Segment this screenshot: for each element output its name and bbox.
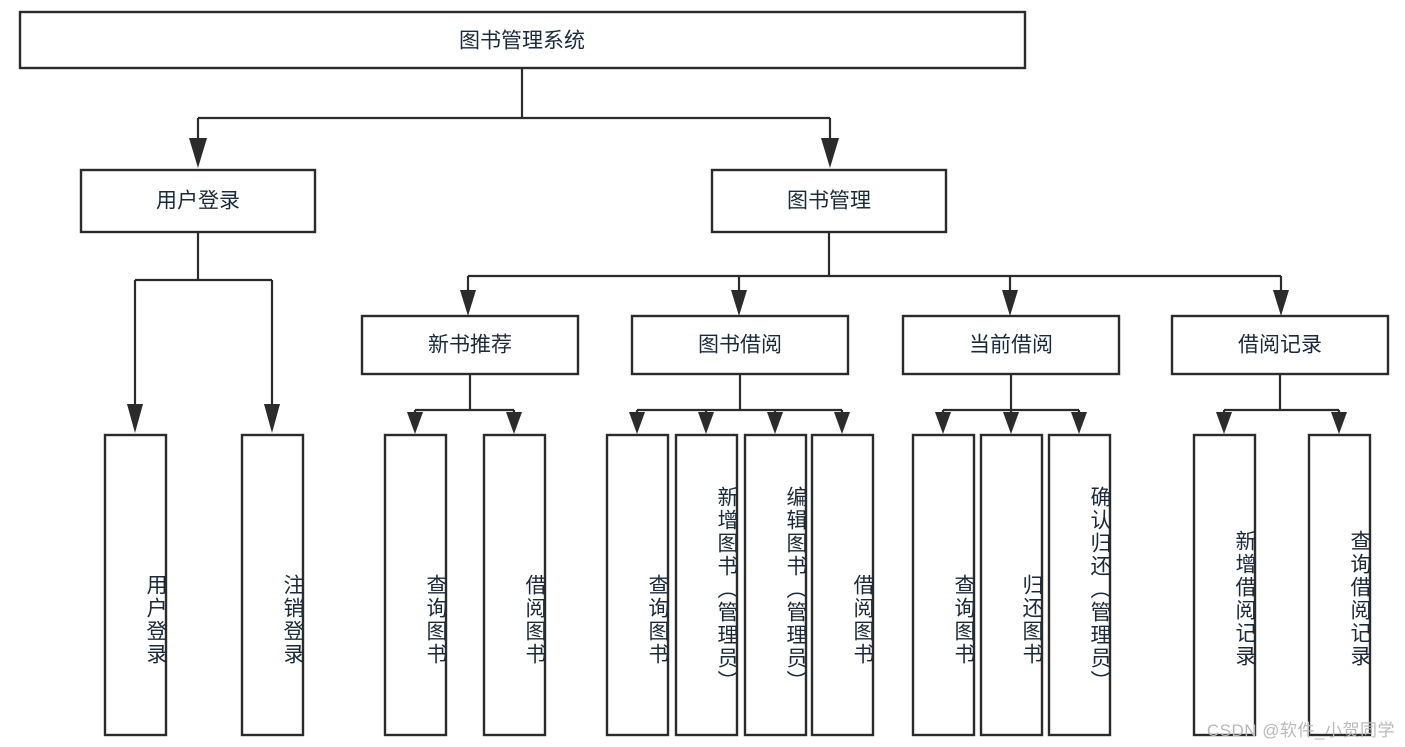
arrow-head-level3-3	[1002, 290, 1018, 316]
current-borrow-label: 当前借阅	[969, 334, 1053, 357]
leaf-box-current-borrow-2[interactable]	[979, 433, 1044, 737]
leaf-box-current-borrow-1[interactable]	[911, 433, 976, 737]
user-login-label: 用户登录	[156, 190, 240, 213]
arrow-head-newbook-2	[506, 412, 522, 434]
leaf-box-current-borrow-3[interactable]	[1047, 433, 1112, 737]
leaf-box-book-borrow-1[interactable]	[605, 433, 670, 737]
arrow-head-level3-1	[460, 290, 476, 316]
borrow-record-box[interactable]	[1170, 314, 1390, 376]
leaf-box-book-borrow-2[interactable]	[674, 433, 739, 737]
node-current-borrow[interactable]: 当前借阅	[901, 314, 1121, 376]
new-book-recommend-label: 新书推荐	[428, 334, 512, 357]
borrow-record-label: 借阅记录	[1238, 334, 1322, 357]
current-borrow-box[interactable]	[901, 314, 1121, 376]
arrow-head-currentborrow-1	[935, 412, 951, 434]
arrow-head-level3-4	[1273, 290, 1289, 316]
arrow-head-newbook-1	[407, 412, 423, 434]
arrow-head-user-login-1	[127, 404, 143, 433]
node-new-book-recommend[interactable]: 新书推荐	[360, 314, 580, 376]
leaf-box-new-book-1[interactable]	[383, 433, 448, 737]
arrow-head-level3-2	[731, 290, 747, 316]
arrow-head-level2-1	[189, 138, 207, 168]
root-box[interactable]	[18, 10, 1027, 70]
arrow-head-bookborrow-1	[629, 412, 645, 434]
arrow-head-level2-2	[821, 138, 839, 168]
node-book-borrow[interactable]: 图书借阅	[630, 314, 850, 376]
new-book-recommend-box[interactable]	[360, 314, 580, 376]
book-borrow-label: 图书借阅	[698, 334, 782, 357]
arrow-head-borrowrecord-1	[1216, 412, 1232, 434]
book-management-label: 图书管理	[787, 190, 871, 213]
leaf-box-user-login-2[interactable]	[240, 433, 305, 737]
node-user-login[interactable]: 用户登录	[79, 168, 317, 234]
book-borrow-box[interactable]	[630, 314, 850, 376]
leaf-box-user-login-1[interactable]	[103, 433, 168, 737]
arrow-head-borrowrecord-2	[1331, 412, 1347, 434]
watermark-text: CSDN @软件_小贺同学	[1206, 721, 1395, 740]
arrow-head-currentborrow-3	[1071, 412, 1087, 434]
leaf-box-book-borrow-4[interactable]	[810, 433, 875, 737]
arrow-head-currentborrow-2	[1003, 412, 1019, 434]
leaf-box-borrow-record-1[interactable]	[1192, 433, 1257, 737]
leaf-box-book-borrow-3[interactable]	[743, 433, 808, 737]
root-label: 图书管理系统	[459, 30, 585, 53]
book-management-box[interactable]	[710, 168, 948, 234]
arrow-head-user-login-2	[264, 404, 280, 433]
leaf-box-new-book-2[interactable]	[482, 433, 547, 737]
node-root[interactable]: 图书管理系统	[18, 10, 1027, 70]
arrow-head-bookborrow-2	[698, 412, 714, 434]
leaf-box-borrow-record-2[interactable]	[1307, 433, 1372, 737]
node-book-management[interactable]: 图书管理	[710, 168, 948, 234]
arrow-head-bookborrow-3	[767, 412, 783, 434]
node-borrow-record[interactable]: 借阅记录	[1170, 314, 1390, 376]
arrow-head-bookborrow-4	[834, 412, 850, 434]
